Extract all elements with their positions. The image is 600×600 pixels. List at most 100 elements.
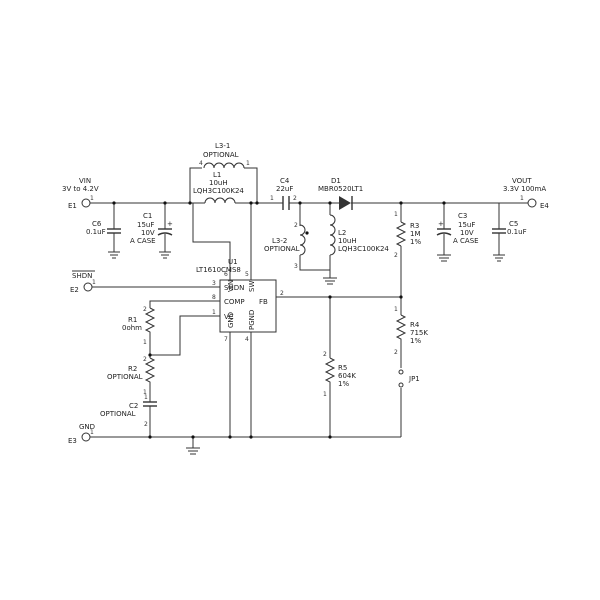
- jumper-jp1: JP1: [398, 369, 420, 388]
- l2-ref: L2: [338, 229, 346, 237]
- u1-pin-gnd: GND: [227, 312, 235, 328]
- l3-2-note: OPTIONAL: [264, 245, 300, 253]
- c4-value: 22uF: [276, 185, 293, 193]
- resistor-r3: R3 1M 1% 1 2: [394, 211, 421, 259]
- capacitor-c4: C4 22uF 1 2: [270, 177, 297, 210]
- r3-ref: R3: [410, 222, 419, 230]
- inductor-l1: L1 10uH LQH3C100K24: [193, 171, 244, 204]
- l1-value: 10uH: [209, 179, 228, 187]
- shdn-pin: 1: [92, 279, 96, 286]
- vin-terminal-ref: E1: [68, 202, 77, 210]
- c4-ref: C4: [280, 177, 290, 185]
- l3-1-ref: L3-1: [215, 142, 230, 150]
- wires: [90, 167, 528, 448]
- vout-label: VOUT: [512, 177, 532, 185]
- inductor-l3-2: L3-2 OPTIONAL 2 3: [264, 222, 309, 270]
- c1-case: A CASE: [130, 237, 156, 245]
- vout-terminal-ref: E4: [540, 202, 549, 210]
- ic-u1: U1 LT1610CMS8 SHDN COMP VC FB VIN SW GND…: [196, 258, 284, 343]
- ground-icon: [493, 254, 505, 262]
- d1-ref: D1: [331, 177, 341, 185]
- vin-spec: 3V to 4.2V: [62, 185, 99, 193]
- capacitor-c2: C2 OPTIONAL 1 2: [100, 394, 157, 428]
- gnd-label: GND: [79, 423, 95, 431]
- u1-num-sw: 5: [245, 271, 249, 278]
- resistor-r4: R4 715K 1% 1 2: [394, 306, 428, 356]
- r5-value: 604K: [338, 372, 356, 380]
- r3-pin-b: 2: [394, 252, 398, 259]
- l3-1-note: OPTIONAL: [203, 151, 239, 159]
- vin-terminal: VIN 3V to 4.2V E1 1: [62, 177, 99, 210]
- u1-part: LT1610CMS8: [196, 266, 241, 274]
- u1-pin-vin: VIN: [227, 280, 235, 292]
- l3-1-pin-a: 4: [199, 160, 203, 167]
- r4-pin-a: 1: [394, 306, 398, 313]
- vout-terminal: VOUT 3.3V 100mA E4 1: [503, 177, 549, 210]
- resistor-r1: R1 0ohm 2 1: [122, 306, 156, 346]
- u1-pin-fb: FB: [259, 298, 268, 306]
- d1-part: MBR0520LT1: [318, 185, 363, 193]
- c2-note: OPTIONAL: [100, 410, 136, 418]
- resistor-r2: R2 OPTIONAL 2 1: [107, 356, 156, 396]
- r5-tolerance: 1%: [338, 380, 349, 388]
- u1-num-shdn: 3: [212, 280, 216, 287]
- u1-pin-vc: VC: [224, 313, 234, 321]
- c3-case: A CASE: [453, 237, 479, 245]
- u1-pin-pgnd: PGND: [248, 310, 256, 330]
- capacitor-c1: + C1 15uF 10V A CASE: [130, 212, 173, 245]
- capacitor-c5: C5 0.1uF: [492, 220, 527, 240]
- ground-icon: [323, 277, 337, 285]
- l3-2-pin-a: 2: [294, 222, 298, 229]
- u1-num-vc: 1: [212, 309, 216, 316]
- c2-ref: C2: [129, 402, 138, 410]
- r1-ref: R1: [128, 316, 137, 324]
- c1-voltage: 10V: [141, 229, 155, 237]
- c4-pin-b: 2: [293, 195, 297, 202]
- c4-pin-a: 1: [270, 195, 274, 202]
- junction-dots: [112, 201, 446, 439]
- resistor-r5: R5 604K 1% 2 1: [323, 351, 356, 398]
- vin-pin: 1: [90, 195, 94, 202]
- c3-polarity: +: [438, 220, 444, 228]
- l2-value: 10uH: [338, 237, 357, 245]
- r5-pin-b: 1: [323, 391, 327, 398]
- r2-ref: R2: [128, 365, 137, 373]
- u1-num-comp: 8: [212, 294, 216, 301]
- r2-note: OPTIONAL: [107, 373, 143, 381]
- r1-value: 0ohm: [122, 324, 142, 332]
- u1-num-vin: 6: [224, 271, 228, 278]
- capacitor-c6: C6 0.1uF: [86, 220, 121, 240]
- l1-ref: L1: [213, 171, 221, 179]
- l3-1-pin-b: 1: [246, 160, 250, 167]
- vin-label: VIN: [79, 177, 91, 185]
- c2-pin-b: 2: [144, 421, 148, 428]
- l1-part: LQH3C100K24: [193, 187, 244, 195]
- c6-ref: C6: [92, 220, 102, 228]
- c6-value: 0.1uF: [86, 228, 106, 236]
- r3-tolerance: 1%: [410, 238, 421, 246]
- diode-d1: D1 MBR0520LT1: [318, 177, 363, 210]
- u1-pin-comp: COMP: [224, 298, 245, 306]
- l2-part: LQH3C100K24: [338, 245, 389, 253]
- c3-voltage: 10V: [460, 229, 474, 237]
- r5-pin-a: 2: [323, 351, 327, 358]
- u1-num-pgnd: 4: [245, 336, 249, 343]
- ground-symbols: [108, 251, 505, 455]
- r3-value: 1M: [410, 230, 421, 238]
- r3-pin-a: 1: [394, 211, 398, 218]
- r1-pin-b: 1: [143, 339, 147, 346]
- l3-2-pin-b: 3: [294, 263, 298, 270]
- vout-pin: 1: [520, 195, 524, 202]
- vout-spec: 3.3V 100mA: [503, 185, 546, 193]
- shdn-terminal: SHDN E2 1: [70, 270, 96, 294]
- u1-num-fb: 2: [280, 290, 284, 297]
- c3-ref: C3: [458, 212, 467, 220]
- c1-ref: C1: [143, 212, 152, 220]
- c5-value: 0.1uF: [507, 228, 527, 236]
- gnd-terminal: GND E3 1: [68, 423, 95, 445]
- r2-pin-a: 2: [143, 356, 147, 363]
- ground-icon: [186, 447, 200, 455]
- gnd-terminal-ref: E3: [68, 437, 77, 445]
- capacitor-c3: + C3 15uF 10V A CASE: [436, 212, 479, 245]
- c5-ref: C5: [509, 220, 518, 228]
